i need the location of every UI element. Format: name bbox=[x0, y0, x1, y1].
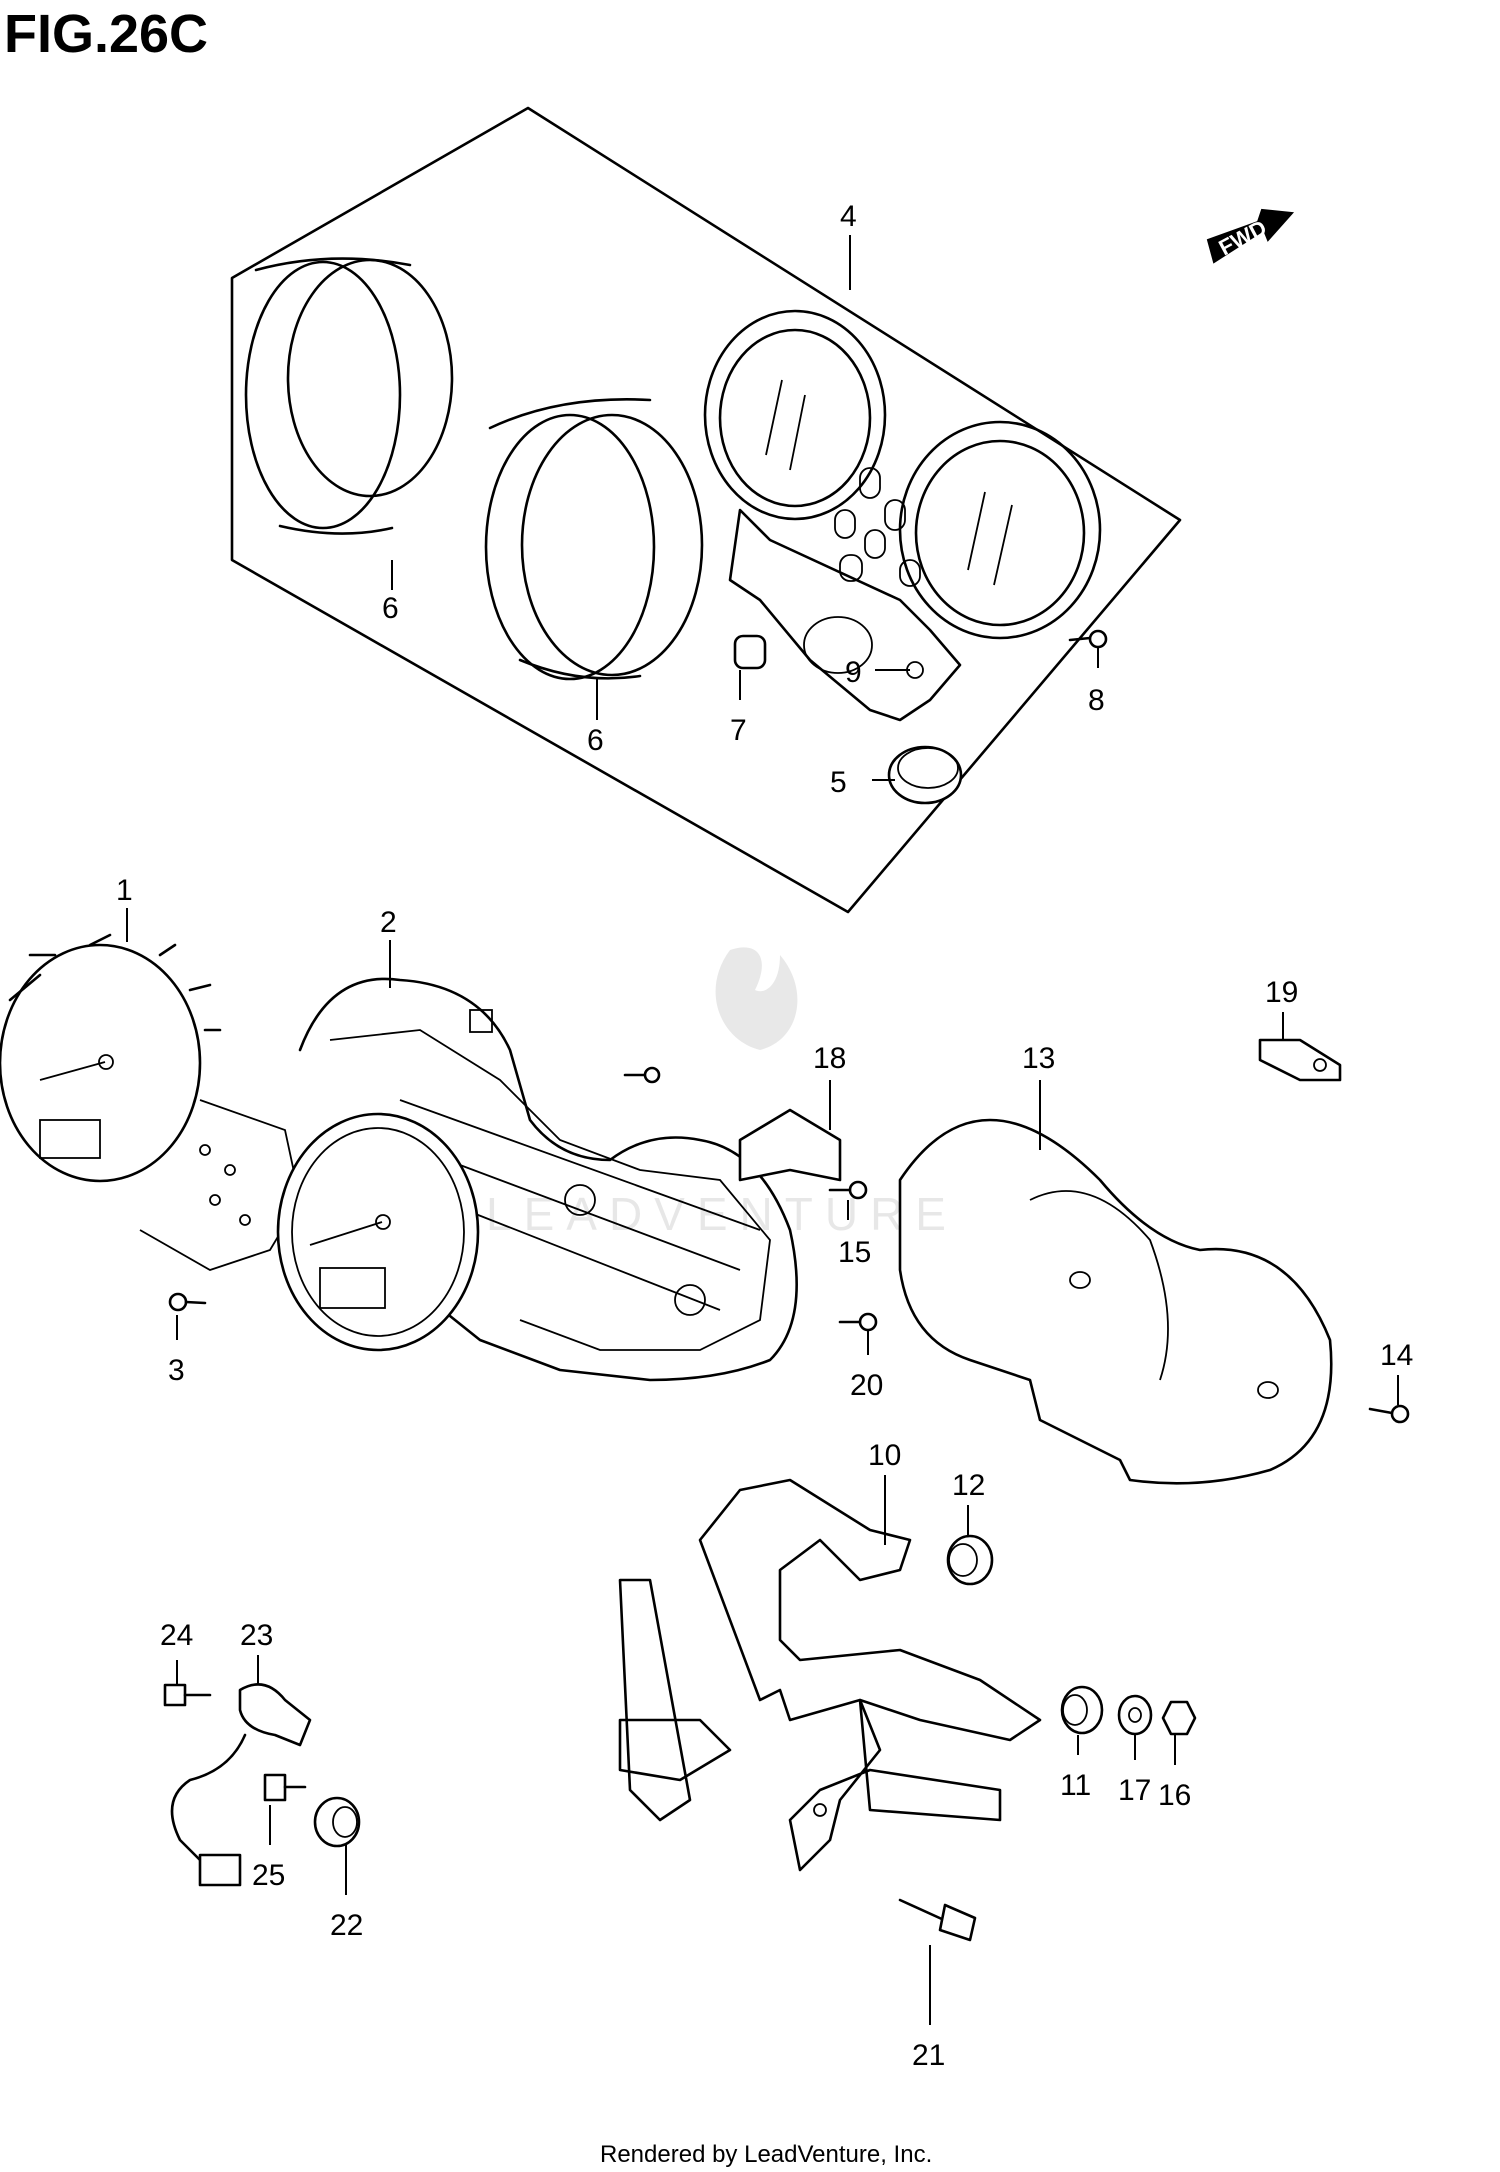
bolt-25 bbox=[263, 1773, 307, 1802]
callout-10: 10 bbox=[868, 1439, 901, 1472]
screw-15 bbox=[828, 1180, 868, 1200]
fwd-label: FWD bbox=[1215, 215, 1271, 261]
meter-case-assembly-box bbox=[230, 106, 1182, 914]
meter-housing bbox=[298, 977, 798, 1382]
callout-7: 7 bbox=[730, 714, 747, 747]
small-cushion bbox=[733, 634, 767, 670]
speedometer-dial-face bbox=[0, 933, 301, 1271]
callout-25: 25 bbox=[252, 1859, 285, 1892]
screw-20 bbox=[838, 1312, 878, 1332]
figure-title: FIG.26C bbox=[4, 4, 208, 64]
meter-bracket bbox=[618, 1478, 1042, 1872]
screw-3 bbox=[168, 1292, 207, 1312]
leader-lines bbox=[126, 235, 1399, 2025]
meter-case bbox=[703, 309, 1102, 722]
callout-13: 13 bbox=[1022, 1042, 1055, 1075]
callout-labels: 1 2 3 4 5 6 6 7 8 9 10 11 12 13 14 15 16… bbox=[116, 200, 1413, 2072]
watermark-text: LEADVENTURE bbox=[486, 1188, 958, 1240]
callout-5: 5 bbox=[830, 766, 847, 799]
sensor-23 bbox=[170, 1683, 312, 1887]
forward-direction-arrow-icon: FWD bbox=[1206, 208, 1295, 264]
callout-6a: 6 bbox=[382, 592, 399, 625]
tachometer-dial bbox=[276, 1112, 480, 1352]
callout-17: 17 bbox=[1118, 1774, 1151, 1807]
rotor-22 bbox=[313, 1796, 361, 1848]
bolt-24 bbox=[163, 1683, 212, 1707]
meter-rear-cover bbox=[898, 1118, 1333, 1485]
callout-1: 1 bbox=[116, 874, 133, 907]
callout-8: 8 bbox=[1088, 684, 1105, 717]
callout-11: 11 bbox=[1060, 1769, 1091, 1802]
watermark: LEADVENTURE bbox=[486, 947, 958, 1240]
callout-14: 14 bbox=[1380, 1339, 1413, 1372]
grommet-12 bbox=[946, 1534, 994, 1586]
callout-12: 12 bbox=[952, 1469, 985, 1502]
callout-18: 18 bbox=[813, 1042, 846, 1075]
callout-24: 24 bbox=[160, 1619, 193, 1652]
meter-ring-left bbox=[244, 257, 454, 535]
callout-2: 2 bbox=[380, 906, 397, 939]
footer-credit: Rendered by LeadVenture, Inc. bbox=[600, 2141, 932, 2168]
screw-8 bbox=[1068, 629, 1108, 649]
callout-19: 19 bbox=[1265, 976, 1298, 1009]
cushion-11 bbox=[1060, 1685, 1104, 1735]
meter-ring-right bbox=[484, 398, 704, 681]
callout-6b: 6 bbox=[587, 724, 604, 757]
callout-4: 4 bbox=[840, 200, 857, 233]
callout-9: 9 bbox=[845, 656, 862, 689]
callout-23: 23 bbox=[240, 1619, 273, 1652]
clamp-19 bbox=[1258, 1038, 1342, 1082]
screw-14 bbox=[1368, 1404, 1410, 1424]
rubber-pad-18 bbox=[738, 1108, 842, 1182]
callout-22: 22 bbox=[330, 1909, 363, 1942]
callout-15: 15 bbox=[838, 1236, 871, 1269]
washer-17 bbox=[1117, 1694, 1153, 1736]
callout-21: 21 bbox=[912, 2039, 945, 2072]
bolt-21 bbox=[898, 1898, 977, 1942]
screw-top bbox=[623, 1066, 661, 1084]
reset-knob-cap bbox=[887, 745, 963, 805]
callout-16: 16 bbox=[1158, 1779, 1191, 1812]
nut-16 bbox=[1161, 1700, 1197, 1736]
callout-20: 20 bbox=[850, 1369, 883, 1402]
callout-3: 3 bbox=[168, 1354, 185, 1387]
